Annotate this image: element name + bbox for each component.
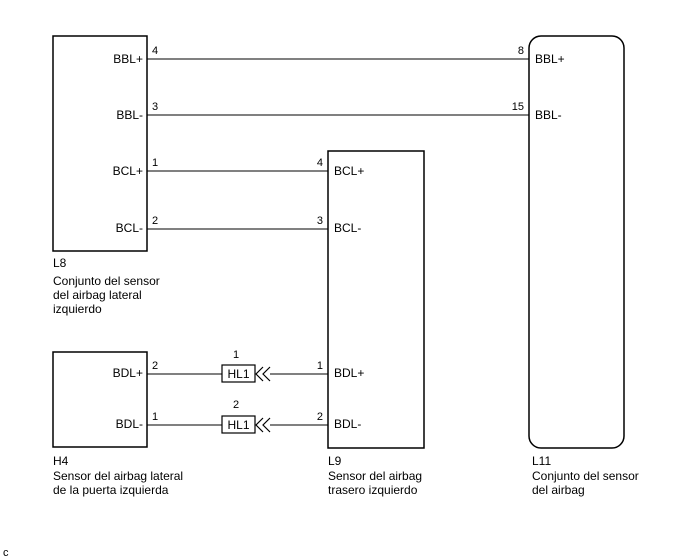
h4-terminal-bdl-plus: BDL+ <box>113 366 143 380</box>
l8-pin-bcl-minus: 2 <box>152 215 158 227</box>
l11-terminal-bbl-minus: BBL- <box>535 108 562 122</box>
connector-hl1-bdl-plus: 1 HL1 <box>221 349 271 383</box>
h4-caption-line-1: Sensor del airbag lateral <box>53 469 183 483</box>
connector-hl1-label: HL1 <box>227 367 249 381</box>
h4-pin-bdl-plus: 2 <box>152 360 158 372</box>
l8-code: L8 <box>53 256 67 270</box>
l8-pin-bbl-minus: 3 <box>152 101 158 113</box>
l8-terminal-bbl-plus: BBL+ <box>113 52 143 66</box>
l11-code: L11 <box>532 454 551 468</box>
component-h4-box <box>52 351 148 448</box>
l9-terminal-bdl-plus: BDL+ <box>334 366 364 380</box>
l8-caption-line-1: Conjunto del sensor <box>53 274 160 288</box>
h4-caption-line-2: de la puerta izquierda <box>53 483 169 497</box>
l9-caption-line-1: Sensor del airbag <box>328 469 422 483</box>
connector-hl1-box <box>221 415 256 434</box>
connector-hl1-bdl-minus: 2 HL1 <box>221 399 271 434</box>
l11-pin-bbl-minus: 15 <box>512 101 524 113</box>
l11-pin-bbl-plus: 8 <box>518 45 524 57</box>
connector-hl1-box <box>221 364 256 383</box>
component-l11-box <box>528 35 625 449</box>
l8-caption-line-2: del airbag lateral <box>53 288 142 302</box>
l9-terminal-bcl-plus: BCL+ <box>334 164 364 178</box>
l8-terminal-bcl-minus: BCL- <box>116 221 143 235</box>
connector-hl1-pin-1: 1 <box>233 349 239 361</box>
l8-pin-bbl-plus: 4 <box>152 45 158 57</box>
h4-code: H4 <box>53 454 69 468</box>
l8-terminal-bcl-plus: BCL+ <box>113 164 143 178</box>
connector-chevron-icon <box>255 417 271 433</box>
l9-code: L9 <box>328 454 342 468</box>
l9-terminal-bcl-minus: BCL- <box>334 221 361 235</box>
connector-chevron-icon <box>255 366 271 382</box>
corner-mark: c <box>3 547 9 559</box>
h4-pin-bdl-minus: 1 <box>152 411 158 423</box>
l9-caption-line-2: trasero izquierdo <box>328 483 418 497</box>
l8-caption-line-3: izquierdo <box>53 302 102 316</box>
l9-pin-bcl-minus: 3 <box>317 215 323 227</box>
l11-terminal-bbl-plus: BBL+ <box>535 52 565 66</box>
connector-hl1-label: HL1 <box>227 418 249 432</box>
l11-caption-line-2: del airbag <box>532 483 585 497</box>
l11-caption-line-1: Conjunto del sensor <box>532 469 639 483</box>
l9-terminal-bdl-minus: BDL- <box>334 417 361 431</box>
connector-hl1-pin-2: 2 <box>233 399 239 411</box>
l8-pin-bcl-plus: 1 <box>152 157 158 169</box>
component-l9-box <box>327 150 425 449</box>
l9-pin-bdl-minus: 2 <box>317 411 323 423</box>
h4-terminal-bdl-minus: BDL- <box>116 417 143 431</box>
l9-pin-bdl-plus: 1 <box>317 360 323 372</box>
component-l8-box <box>52 35 148 252</box>
l9-pin-bcl-plus: 4 <box>317 157 323 169</box>
l8-terminal-bbl-minus: BBL- <box>116 108 143 122</box>
